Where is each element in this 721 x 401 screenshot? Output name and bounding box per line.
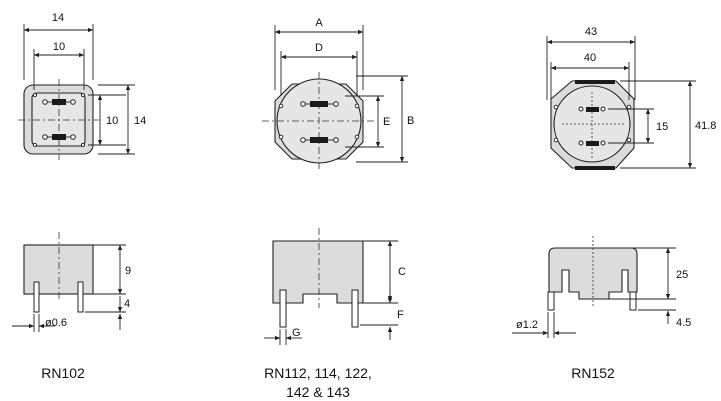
rn152-body-height-label: 25 — [676, 269, 688, 281]
rn102-pin-height-label: 10 — [106, 115, 118, 127]
rn102-pin-dia-label: ø0.6 — [45, 317, 67, 329]
rn152-pin-span-label: 15 — [656, 121, 668, 133]
rn152-outer-height-label: 41.8 — [695, 120, 716, 132]
rn152-pin-dia-label: ø1.2 — [516, 319, 538, 331]
rn102-caption: RN102 — [41, 365, 85, 381]
rn112-caption-line-1: RN112, 114, 122, — [264, 365, 372, 381]
rn102-top-view: 14 10 10 14 — [18, 12, 146, 160]
rn112-dim-a-label: A — [315, 17, 323, 29]
rn152-top-view: 43 40 15 41.8 — [546, 26, 716, 170]
rn102-pin-length-label: 4 — [124, 298, 130, 310]
rn102-outer-width-label: 14 — [52, 12, 64, 24]
rn102-side-view: 9 4 ø0.6 — [12, 232, 131, 332]
rn112-dim-e-label: E — [383, 116, 390, 128]
rn152-pin-length-label: 4.5 — [676, 317, 691, 329]
rn152-side-view: 25 4.5 ø1.2 — [512, 236, 691, 338]
rn112-side-view: C F G — [264, 228, 406, 345]
rn112-dim-c-label: C — [398, 266, 406, 278]
rn102-pin-width-label: 10 — [53, 41, 65, 53]
rn102-outer-height-label: 14 — [134, 115, 146, 127]
rn112-top-view: A D E B — [262, 17, 414, 171]
rn112-dim-d-label: D — [315, 42, 323, 54]
rn102-body-height-label: 9 — [125, 265, 131, 277]
rn152-caption: RN152 — [571, 365, 615, 381]
rn152-inner-width-label: 40 — [584, 52, 596, 64]
rn152-outer-width-label: 43 — [585, 26, 597, 38]
rn112-dim-f-label: F — [397, 309, 404, 321]
rn112-dim-b-label: B — [407, 115, 414, 127]
rn112-caption-line-2: 142 & 143 — [286, 384, 350, 400]
rn112-dim-g-label: G — [292, 327, 301, 339]
